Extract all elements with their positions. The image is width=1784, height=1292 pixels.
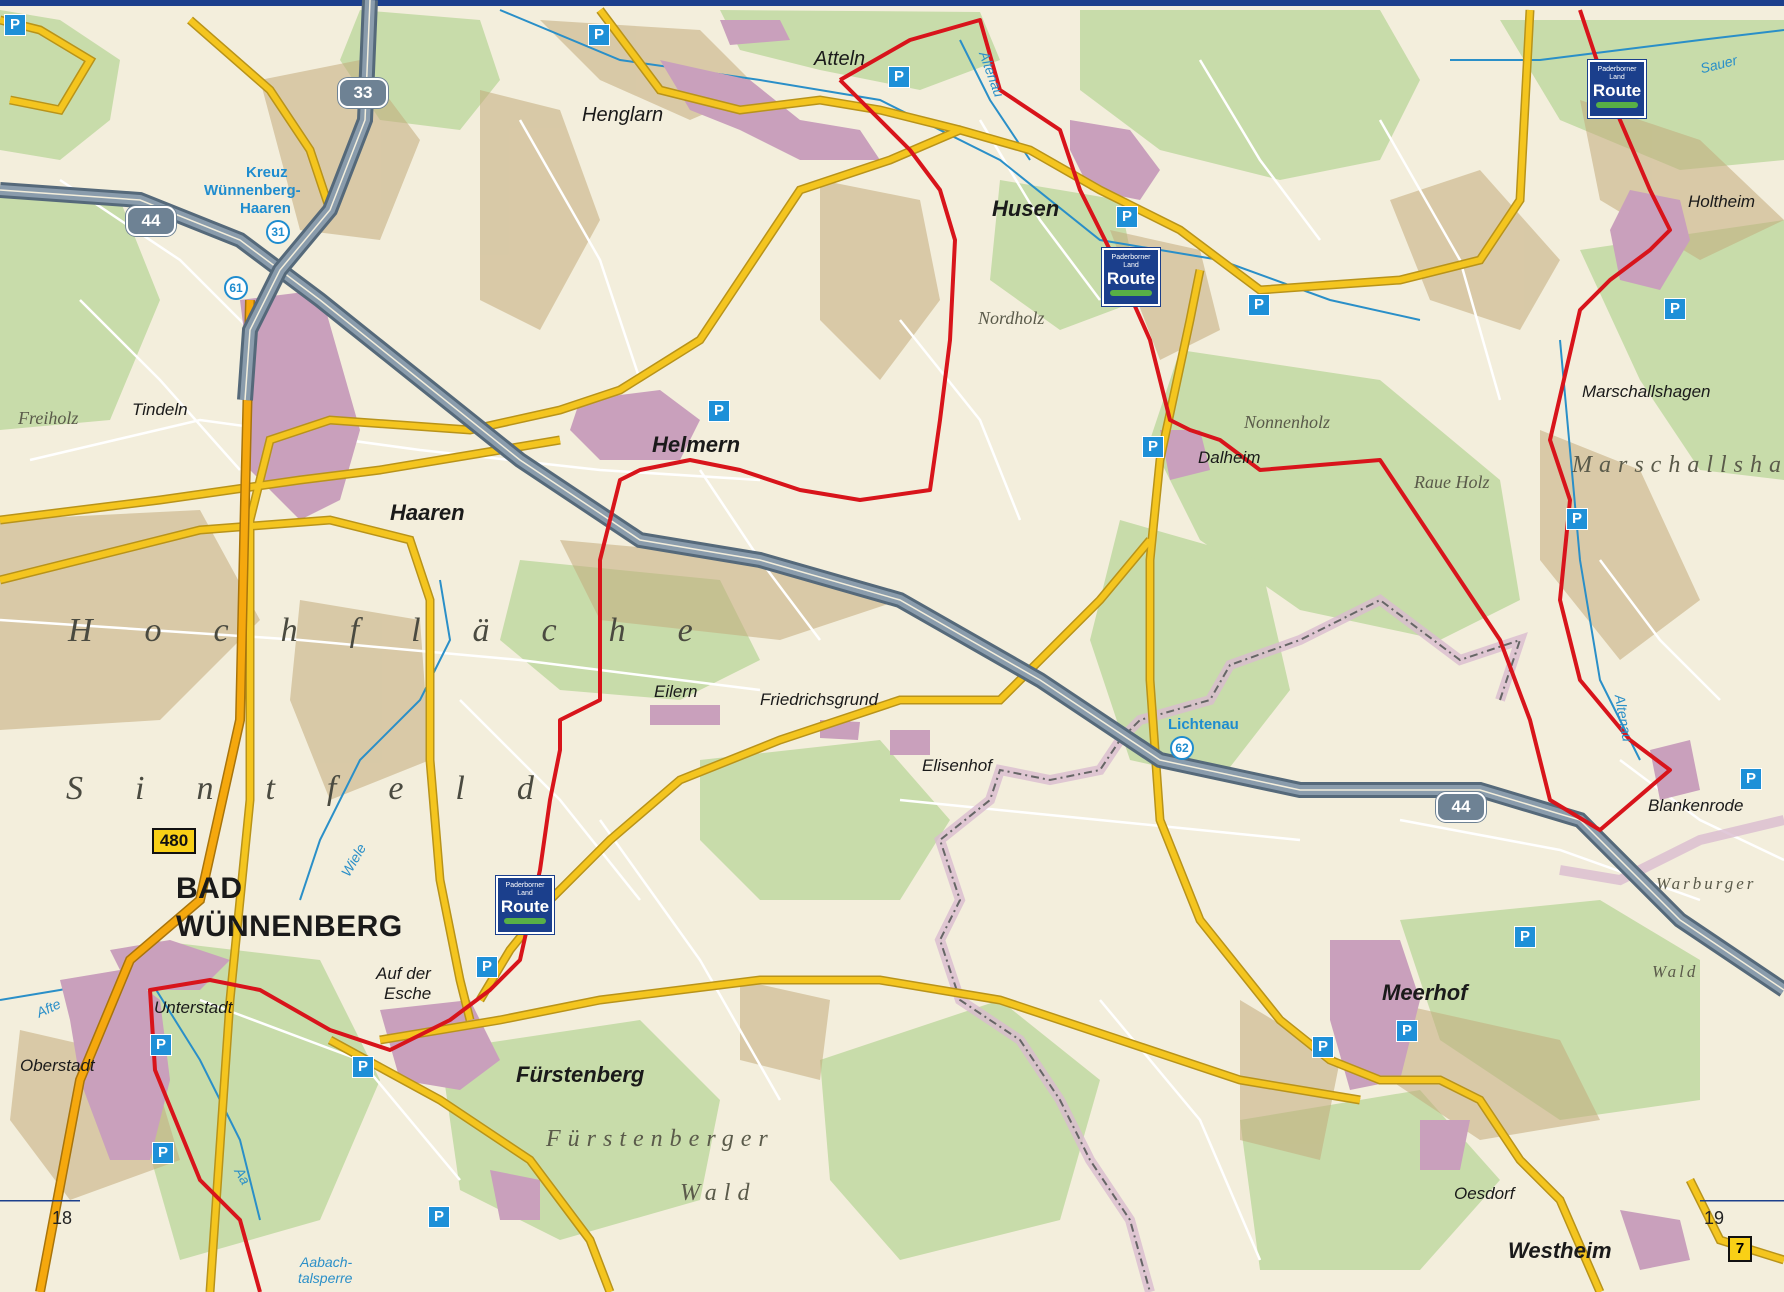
forest-warburger: Warburger	[1656, 874, 1757, 893]
place-husen: Husen	[992, 196, 1060, 221]
forest-nordholz: Nordholz	[978, 308, 1045, 328]
junction-61-badge: 61	[224, 276, 248, 300]
parking-icon: P	[1312, 1036, 1334, 1058]
forest-warburger-wald: Wald	[1652, 962, 1699, 981]
forest-wald: Wald	[680, 1180, 757, 1206]
place-atteln: Atteln	[814, 48, 866, 70]
route-logo-line2: Route	[1592, 81, 1642, 100]
junction-kreuz-line2: Wünnenberg-	[204, 182, 301, 199]
route-logo-swoosh	[504, 918, 546, 924]
place-blankenrode: Blankenrode	[1648, 796, 1744, 815]
place-bad-wuennenberg-line1: BAD	[176, 872, 243, 905]
forest-nonnenholz: Nonnenholz	[1244, 412, 1331, 432]
place-westheim: Westheim	[1508, 1238, 1612, 1263]
place-auf-der-esche-line1: Auf der	[376, 964, 431, 983]
lake-aabach-line2: talsperre	[298, 1270, 353, 1286]
place-bad-wuennenberg-line2: WÜNNENBERG	[176, 910, 403, 943]
place-helmern: Helmern	[652, 432, 741, 457]
exit-7-badge: 7	[1728, 1236, 1752, 1262]
forest-raue-holz: Raue Holz	[1414, 472, 1490, 492]
cycle-route	[148, 9, 1672, 1292]
route-logo-line2: Route	[1106, 269, 1156, 288]
junction-lichtenau: Lichtenau	[1168, 716, 1239, 733]
route-logo-swoosh	[1596, 102, 1638, 108]
junction-62-badge: 62	[1170, 736, 1194, 760]
place-holtheim: Holtheim	[1688, 192, 1756, 211]
forest-fuerstenberger: Fürstenberger	[546, 1126, 775, 1152]
autobahn	[0, 0, 1784, 997]
junction-31-badge: 31	[266, 220, 290, 244]
parking-icon: P	[1514, 926, 1536, 948]
route-logo-swoosh	[1110, 290, 1152, 296]
parking-icon: P	[152, 1142, 174, 1164]
place-tindeln: Tindeln	[132, 400, 188, 419]
parking-icon: P	[1248, 294, 1270, 316]
parking-icon: P	[1664, 298, 1686, 320]
route-logo-line1: Paderborner Land	[1597, 66, 1637, 81]
lake-aabach-line1: Aabach-	[300, 1254, 353, 1270]
parking-icon: P	[1116, 206, 1138, 228]
parking-icon: P	[1740, 768, 1762, 790]
place-dalheim: Dalheim	[1198, 448, 1261, 467]
place-oesdorf: Oesdorf	[1454, 1184, 1515, 1203]
route-logo-line1: Paderborner Land	[1111, 254, 1151, 269]
region-sintfeld: Sintfeld	[66, 770, 586, 807]
minor-roads	[0, 59, 1784, 1261]
route-logo-line2: Route	[500, 897, 550, 916]
place-oberstadt: Oberstadt	[20, 1056, 95, 1075]
parking-icon: P	[4, 14, 26, 36]
forest-marschallshagen: Marschallshagen	[1572, 452, 1784, 478]
parking-icon: P	[888, 66, 910, 88]
page-number-left: 18	[52, 1208, 73, 1228]
route-logo-line1: Paderborner Land	[505, 882, 545, 897]
page-number-right: 19	[1704, 1208, 1725, 1228]
road-shield-b480: 480	[152, 828, 196, 854]
parking-icon: P	[1142, 436, 1164, 458]
parking-icon: P	[352, 1056, 374, 1078]
place-eilern: Eilern	[654, 682, 698, 701]
parking-icon: P	[588, 24, 610, 46]
place-meerhof: Meerhof	[1382, 980, 1468, 1005]
highway-shield-a44-west: 44	[126, 206, 176, 236]
highway-shield-a44-east: 44	[1436, 792, 1486, 822]
page-rule-right	[1700, 1200, 1784, 1202]
forest-freiholz: Freiholz	[18, 408, 79, 428]
parking-icon: P	[428, 1206, 450, 1228]
parking-icon: P	[150, 1034, 172, 1056]
junction-kreuz-line3: Haaren	[240, 200, 291, 217]
page-rule-left	[0, 1200, 80, 1202]
route-logo-husen: Paderborner Land Route	[1102, 248, 1160, 306]
place-henglarn: Henglarn	[582, 104, 664, 126]
place-auf-der-esche-line2: Esche	[384, 984, 432, 1003]
parking-icon: P	[476, 956, 498, 978]
route-logo-holtheim: Paderborner Land Route	[1588, 60, 1646, 118]
parking-icon: P	[1396, 1020, 1418, 1042]
junction-kreuz-line1: Kreuz	[246, 164, 288, 181]
highway-shield-a33: 33	[338, 78, 388, 108]
route-logo-esche: Paderborner Land Route	[496, 876, 554, 934]
parking-icon: P	[1566, 508, 1588, 530]
place-friedrichsgrund: Friedrichsgrund	[760, 690, 879, 709]
place-haaren: Haaren	[390, 500, 465, 525]
place-unterstadt: Unterstadt	[154, 998, 233, 1017]
place-elisenhof: Elisenhof	[922, 756, 992, 775]
top-bar	[0, 0, 1784, 6]
region-hochflaeche: Hochfläche	[68, 612, 745, 649]
place-fuerstenberg: Fürstenberg	[516, 1062, 645, 1087]
place-marschallshagen: Marschallshagen	[1582, 382, 1711, 401]
parking-icon: P	[708, 400, 730, 422]
